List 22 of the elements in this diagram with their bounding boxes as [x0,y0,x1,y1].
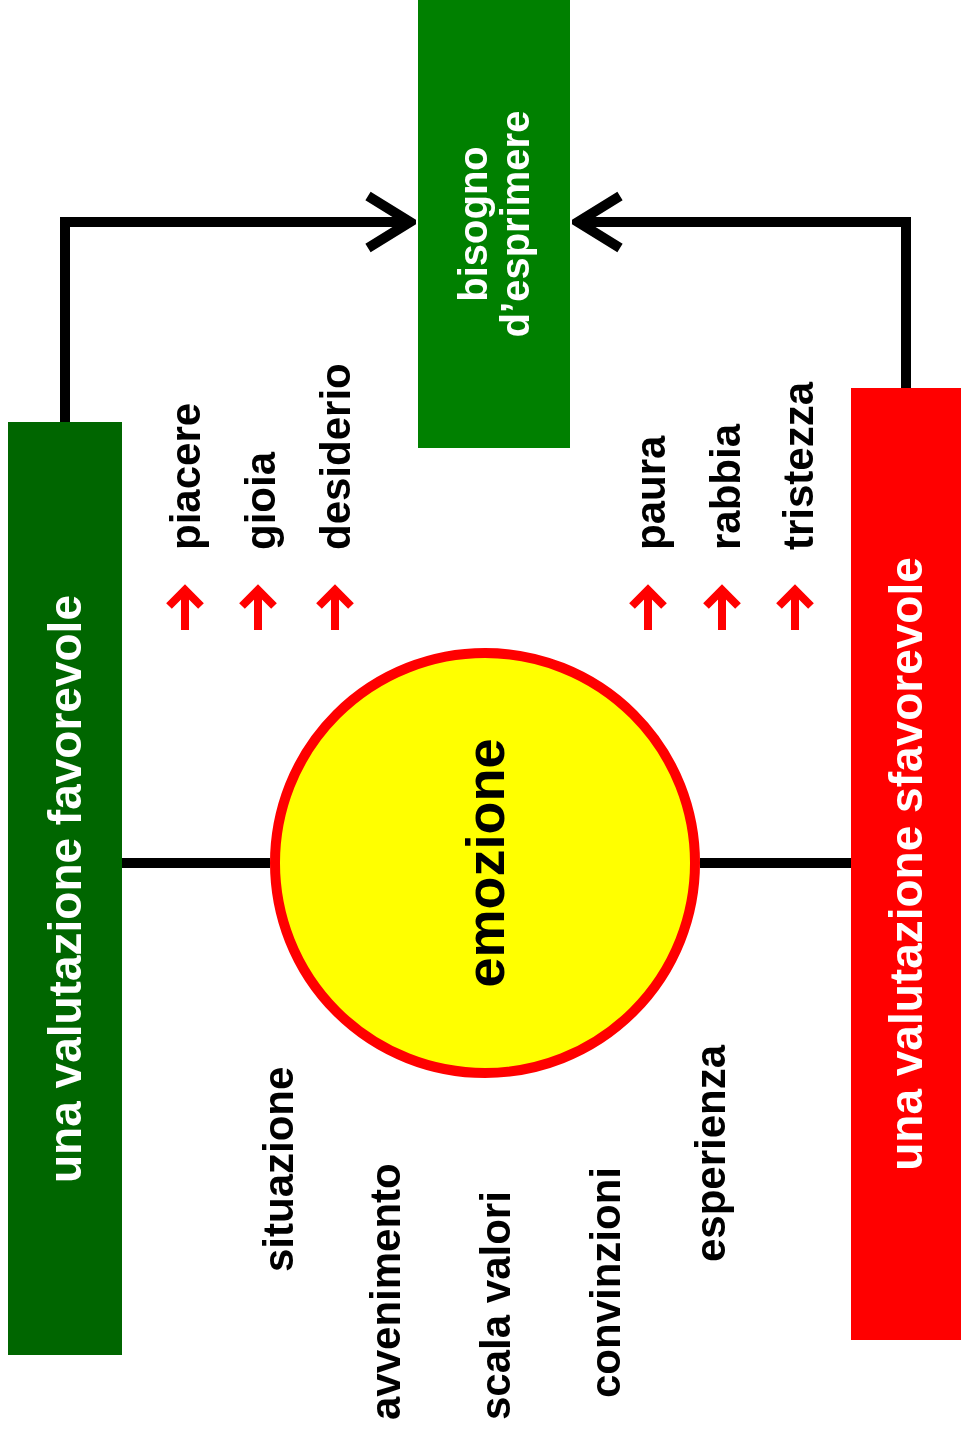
text-label: gioia [240,452,282,550]
text-label: paura [630,435,672,550]
rectangle-box [851,388,961,1340]
text-label: desiderio [315,363,357,550]
connector-line [700,858,851,868]
text-label: rabbia [705,423,747,550]
arrow [60,191,415,422]
text-label: tristezza [778,381,820,550]
rectangle-box [418,0,570,448]
text-label: piacere [165,402,207,550]
text-label: esperienza [690,1044,732,1262]
node-label: una valutazione favorevole [37,593,92,1185]
rectangle-box [8,422,122,1355]
node-label: una valutazione sfavorevole [878,556,933,1173]
connector-line [122,858,270,868]
arrow [573,191,911,388]
text-label: situazione [258,1066,300,1272]
node-label: emozione [453,737,516,990]
node-label: bisogno d’esprimere [452,109,536,340]
text-label: scala valori [475,1191,517,1420]
text-label: convinzioni [585,1167,627,1398]
text-label: avvenimento [365,1163,407,1420]
